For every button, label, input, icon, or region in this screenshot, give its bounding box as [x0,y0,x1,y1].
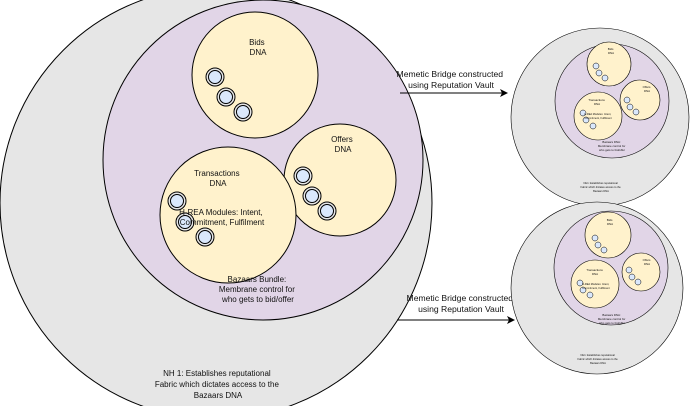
transactions-node [178,215,192,229]
bids-dna-circle [191,11,319,139]
mini-offers-label: Offers DNA [643,85,652,93]
mini-node [589,122,597,130]
bridge-bottom-label: Memetic Bridge constructed using Reputat… [407,293,516,314]
transactions-dna-label: Transactions DNA [194,169,242,188]
mini-offers-circle [621,252,661,292]
mini-node [632,108,640,116]
mini-bundle-label: Bazaars DNA: Membrane control for who ge… [598,313,626,325]
bridge-bottom: Memetic Bridge constructed using Reputat… [397,293,516,324]
mini-node [582,116,590,124]
main-diagram: Bids DNA Offers DNA Transactions DNA H-R… [0,0,433,406]
bridge-top: Memetic Bridge constructed using Reputat… [397,69,508,97]
mini-node [601,74,609,82]
mini-node [591,234,599,242]
bridge-top-label: Memetic Bridge constructed using Reputat… [397,69,506,90]
mini-transactions-label: Transactions DNA [588,98,605,106]
mini-bundle-label: Bazaars DNA: Membrane control for who ge… [598,140,626,152]
mini-node [586,291,594,299]
mini-node [592,62,600,70]
mini-node [594,241,602,249]
hrea-modules-label: H-REA Modules: Intent, Commitment, Fulfi… [179,208,265,227]
offers-node [320,204,334,218]
mini-node [625,266,633,274]
transactions-node [198,230,212,244]
mini-node [595,69,603,77]
nh1-label: NH 1: Establishes reputational Fabric wh… [155,369,281,400]
bids-node [219,90,233,104]
bazaars-bundle-label: Bazaars Bundle: Membrane control for who… [219,275,297,304]
mini-node [623,96,631,104]
mini-node [579,109,587,117]
mini-transactions-circle [570,259,620,309]
mini-node [628,273,636,281]
mini-modules-label: H-REA Modules: Intent, Commitment, Fulfi… [584,112,612,120]
bids-nodes [205,67,253,122]
mini-nodes [576,234,642,299]
mini-transactions-label: Transactions DNA [586,268,603,276]
offers-nodes [293,166,337,221]
mini-bids-label: Bids DNA [608,47,614,55]
transactions-node [170,194,184,208]
offers-node [296,169,310,183]
mini-offers-label: Offers DNA [643,258,652,266]
mini-nh-label: NH1: Establishes reputational Fabric whi… [578,353,619,365]
mini-bids-label: Bids DNA [607,218,613,226]
mini-diagram-top: Bids DNA Offers DNA Transactions DNA H-R… [510,27,690,207]
offers-node [305,189,319,203]
bids-dna-label: Bids DNA [249,38,267,57]
transactions-dna-circle [159,146,297,284]
mini-node [579,286,587,294]
mini-node [600,246,608,254]
mini-nodes [579,62,640,130]
bids-node [208,70,222,84]
mini-node [634,278,642,286]
mini-diagram-bottom: Bids DNA Offers DNA Transactions DNA H-R… [510,201,684,375]
transactions-nodes [167,191,215,247]
bids-node [236,105,250,119]
mini-node [626,103,634,111]
mini-node [576,279,584,287]
offers-dna-label: Offers DNA [331,135,355,154]
mini-transactions-circle [573,91,623,141]
mini-modules-label: H-REA Modules: Intent, Commitment, Fulfi… [582,282,610,290]
mini-nh-label: NH1: Establishes reputational Fabric whi… [581,181,622,193]
